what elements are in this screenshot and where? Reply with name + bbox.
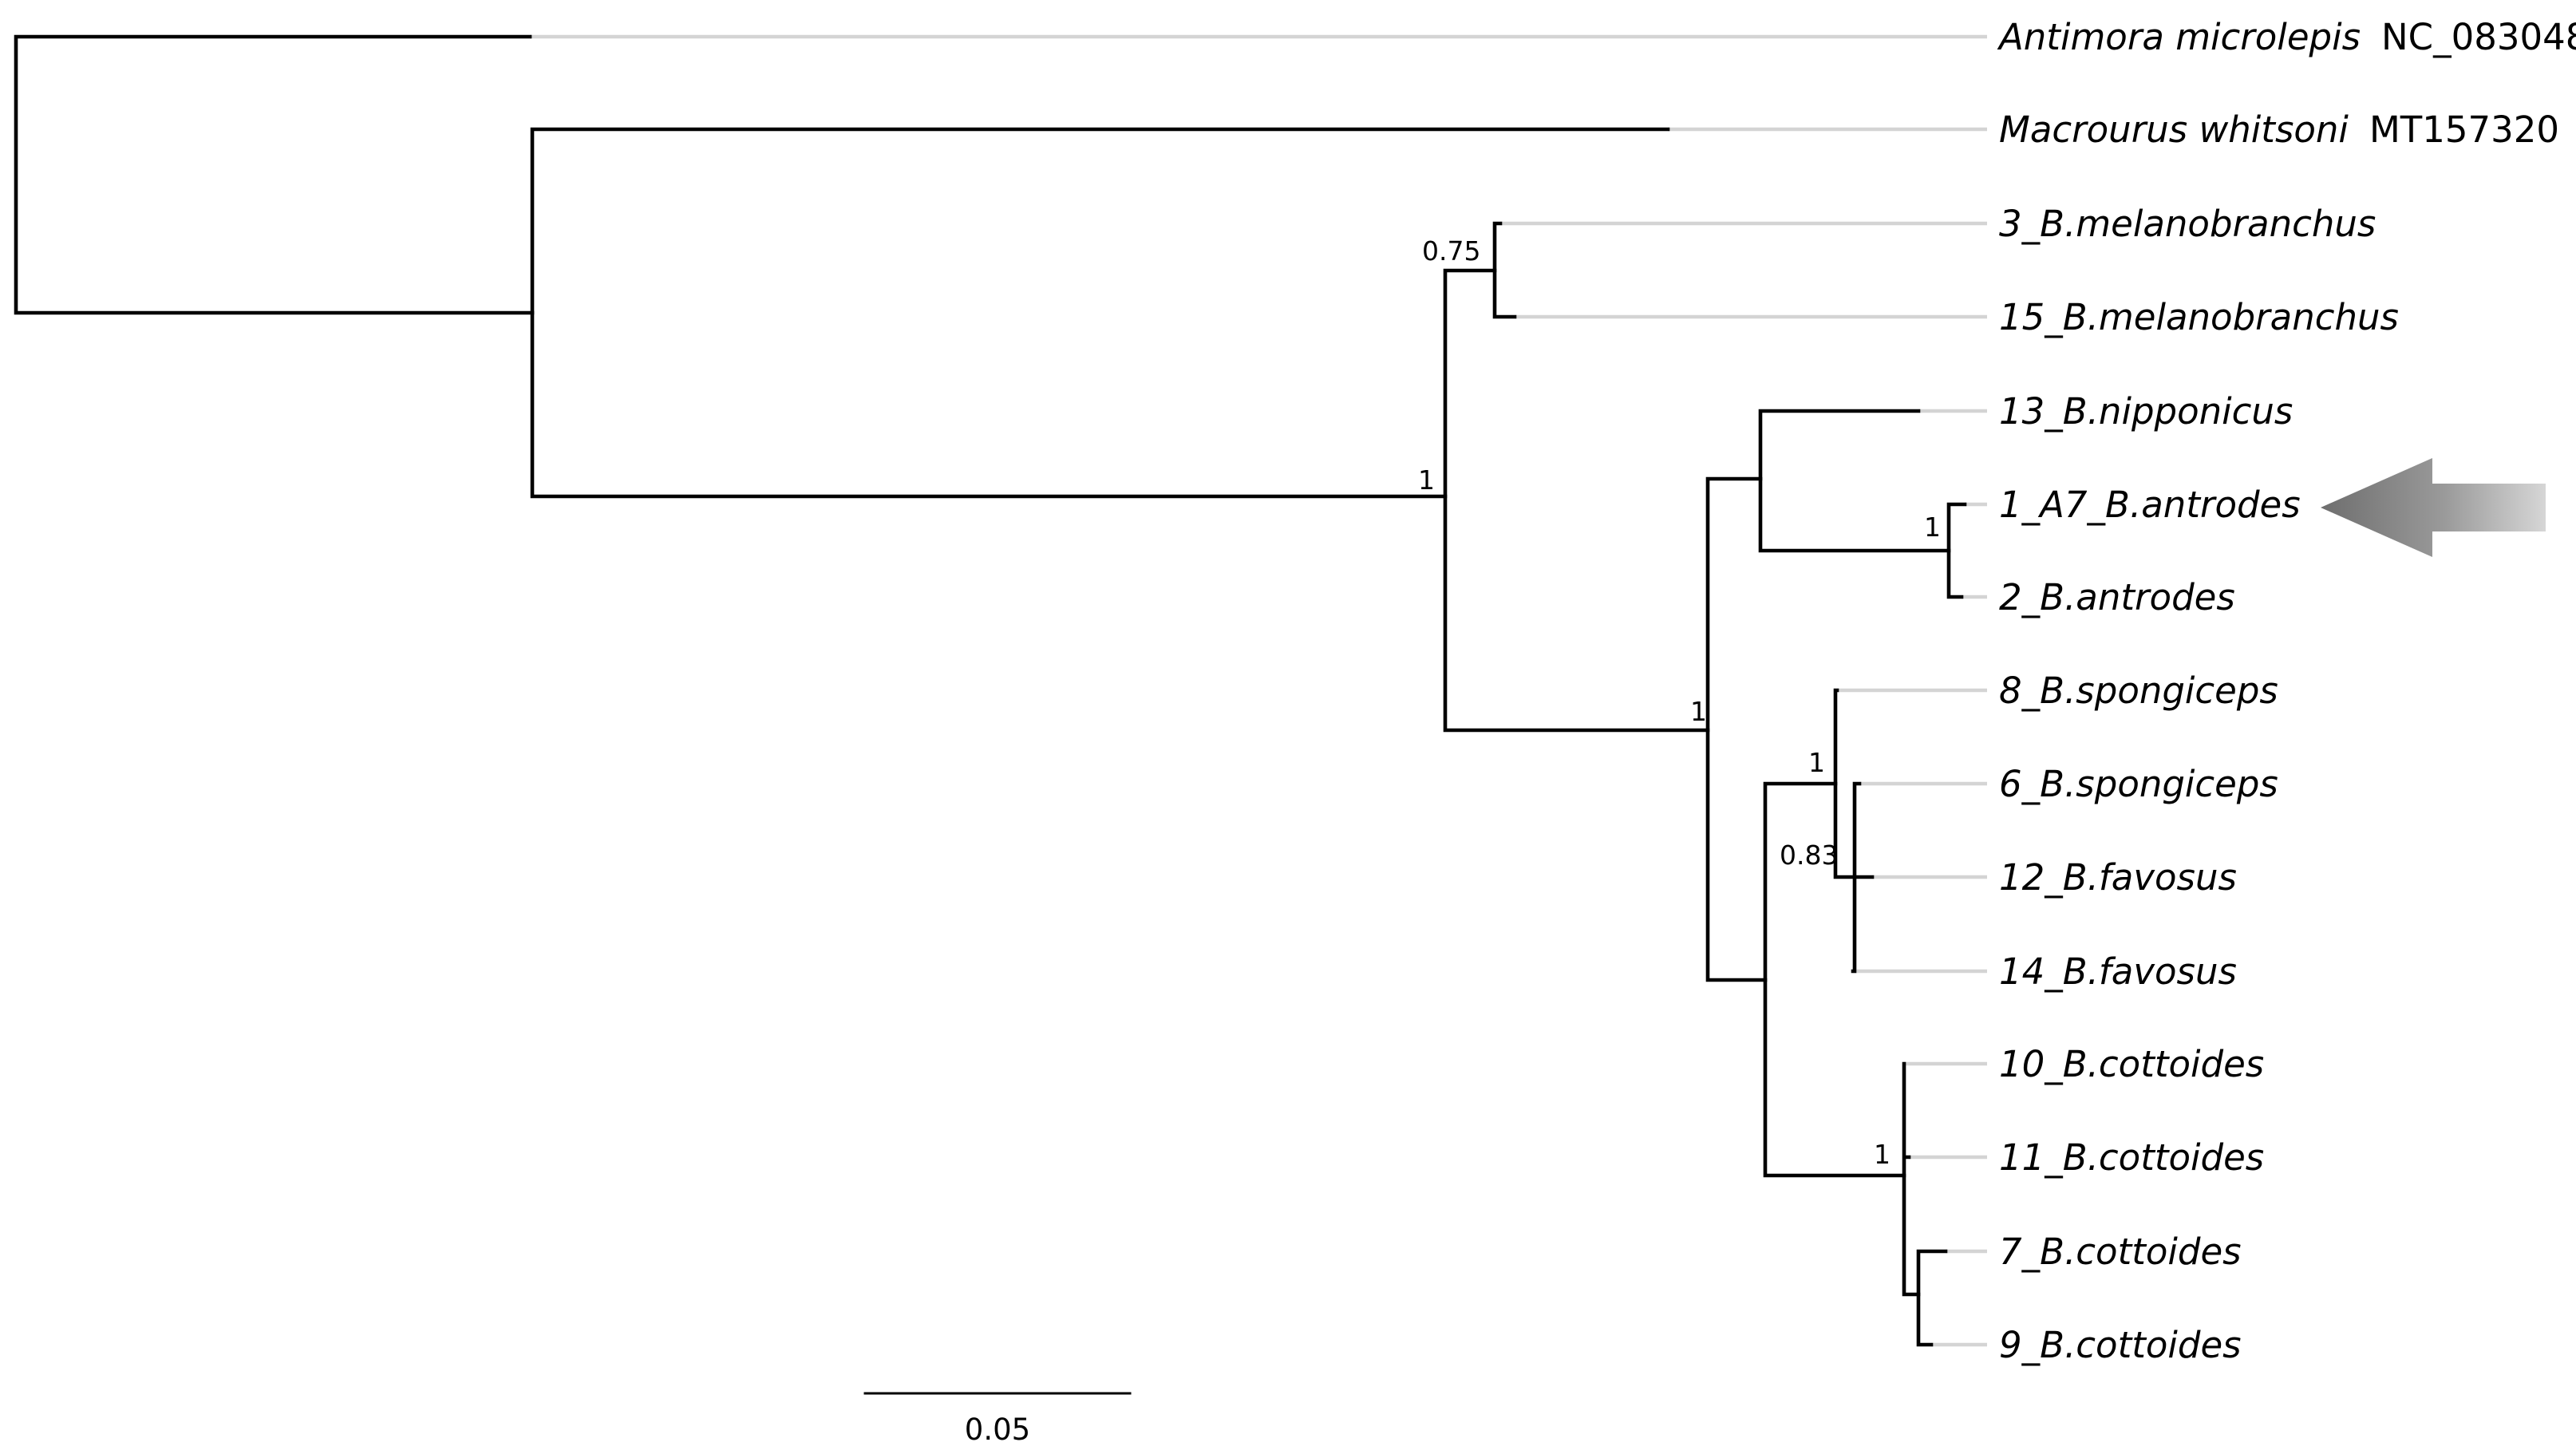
- taxon-label: 8_B.spongiceps: [1999, 670, 2278, 712]
- taxon-labels: Antimora microlepis NC_083048 Macrourus w…: [1997, 16, 2576, 1366]
- taxon-accession: NC_083048: [2381, 16, 2576, 58]
- taxon-label: 13_B.nipponicus: [1999, 390, 2293, 433]
- branch-node-c: [1705, 476, 1768, 982]
- taxon-label-highlighted: 1_A7_B.antrodes: [1999, 484, 2301, 526]
- branch-melanobranchus: [1492, 221, 1517, 319]
- support-values: 0.75 1 1 1 1 0.83 1: [1418, 235, 1941, 1170]
- taxon-label: 12_B.favosus: [1999, 856, 2237, 899]
- taxon-accession: MT157320: [2369, 109, 2559, 151]
- support-value: 1: [1874, 1139, 1891, 1170]
- taxon-label: 7_B.cottoides: [1999, 1231, 2242, 1273]
- taxon-label: 6_B.spongiceps: [1999, 763, 2278, 805]
- taxon-name: Macrourus whitsoni: [1999, 109, 2349, 151]
- tip-guides: [530, 34, 1987, 1347]
- taxon-label: 9_B.cottoides: [1999, 1324, 2242, 1366]
- support-value: 1: [1418, 464, 1435, 496]
- branch-cottoides-pair: [1916, 1249, 1948, 1347]
- scale-bar-label: 0.05: [965, 1413, 1030, 1447]
- branch-node-g: [1851, 781, 1875, 974]
- support-value: 1: [1924, 512, 1941, 543]
- branch-cottoides: [1902, 1061, 1921, 1297]
- branch-antrodes: [1946, 502, 1967, 599]
- branch-root: [14, 34, 535, 315]
- branch-node-e: [1763, 781, 1906, 1178]
- branch-node-f: [1833, 688, 1857, 879]
- support-value: 1: [1690, 696, 1707, 727]
- taxon-label: 10_B.cottoides: [1999, 1043, 2264, 1085]
- taxon-label: 14_B.favosus: [1999, 950, 2237, 993]
- arrow-icon: [2321, 458, 2546, 557]
- taxon-label: Antimora microlepis NC_083048: [1997, 16, 2576, 58]
- scale-bar: 0.05: [863, 1392, 1132, 1447]
- support-value: 1: [1808, 747, 1825, 778]
- branch-node-d: [1758, 409, 1951, 553]
- branch-node-a: [530, 127, 1670, 499]
- taxon-label: 11_B.cottoides: [1999, 1136, 2264, 1179]
- taxon-label: Macrourus whitsoni MT157320: [1999, 109, 2559, 151]
- taxon-label: 3_B.melanobranchus: [1999, 203, 2376, 245]
- tree-branches: [14, 34, 1967, 1347]
- taxon-label: 15_B.melanobranchus: [1999, 296, 2399, 338]
- support-value: 0.83: [1780, 840, 1838, 871]
- branch-node-b: [1443, 268, 1710, 733]
- support-value: 0.75: [1422, 235, 1480, 267]
- taxon-name: Antimora microlepis: [1997, 16, 2361, 58]
- taxon-label: 2_B.antrodes: [1999, 576, 2235, 618]
